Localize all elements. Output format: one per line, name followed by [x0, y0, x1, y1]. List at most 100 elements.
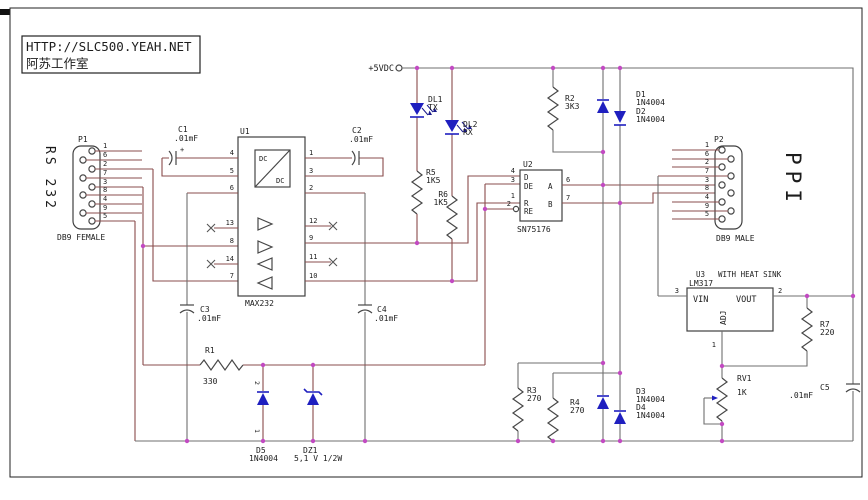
- d2-value: 1N4004: [636, 115, 665, 124]
- u1-pin: 14: [226, 255, 234, 263]
- dl1-ref: DL1: [428, 95, 443, 104]
- u1-pin: 13: [226, 219, 234, 227]
- u1-pin: 9: [309, 234, 313, 242]
- dz1-ref: DZ1: [303, 446, 318, 455]
- p2-pin: 3: [705, 176, 709, 184]
- power-terminal: [395, 64, 403, 72]
- p2-pin: 6: [705, 150, 709, 158]
- dcdc-label: DC: [276, 177, 284, 185]
- d5-value: 1N4004: [249, 454, 278, 463]
- zener-dz1: DZ1 5,1 V 1/2W: [294, 365, 342, 463]
- studio-name: 阿苏工作室: [26, 56, 89, 71]
- p1-pin: 4: [103, 195, 107, 203]
- resistor-icon: [800, 307, 814, 352]
- p2-pin: 4: [705, 193, 709, 201]
- p2-pin: 7: [705, 167, 709, 175]
- resistor-icon: [410, 170, 424, 215]
- led-icon: [445, 120, 459, 132]
- d5-ref: D5: [256, 446, 266, 455]
- diode-icon: [597, 397, 609, 409]
- led-dl2: DL2 RX: [445, 68, 478, 196]
- dz1-value: 5,1 V 1/2W: [294, 454, 342, 463]
- u2-pin: 2: [507, 200, 511, 208]
- diode-icon: [257, 393, 269, 405]
- r4-ref: R4: [570, 398, 580, 407]
- capacitor-icon: [351, 150, 356, 166]
- resistor-icon: [546, 397, 560, 442]
- u1-pin: 4: [230, 149, 234, 157]
- u3-note: WITH HEAT SINK: [718, 270, 782, 279]
- c3-ref: C3: [200, 305, 210, 314]
- buffer-icon: [256, 276, 273, 290]
- r2-value: 3K3: [565, 102, 580, 111]
- p2-pin: 8: [705, 184, 709, 192]
- c5-value: .01mF: [789, 391, 813, 400]
- led-dl1: DL1 TX: [410, 68, 443, 171]
- d1-ref: D1: [636, 90, 646, 99]
- resistor-r5: R5 1K5: [410, 168, 441, 243]
- p2-pin: 2: [705, 158, 709, 166]
- c1-value: .01mF: [174, 134, 198, 143]
- resistor-r1: R1 330: [143, 346, 485, 386]
- u1-pin: 3: [309, 167, 313, 175]
- p1-ref: P1: [78, 135, 88, 144]
- u3-pin: 2: [778, 287, 782, 295]
- interstage-wires: [305, 175, 520, 365]
- u2-pin: 3: [511, 176, 515, 184]
- capacitor-icon: [845, 388, 861, 393]
- buffer-icon: [257, 240, 274, 254]
- u1-pin: 11: [309, 253, 317, 261]
- u3-ref: U3: [696, 270, 705, 279]
- u1-pin: 12: [309, 217, 317, 225]
- p1-pin: 8: [103, 186, 107, 194]
- r1-value: 330: [203, 377, 218, 386]
- capacitor-icon: [179, 309, 195, 314]
- c1-ref: C1: [178, 125, 188, 134]
- zener-icon: [303, 388, 323, 396]
- u1-pin: 2: [309, 184, 313, 192]
- u1-pin: 1: [309, 149, 313, 157]
- dl2-func: RX: [463, 128, 473, 137]
- diode-icon: [614, 412, 626, 424]
- inverter-bubble-icon: [512, 205, 520, 213]
- resistor-icon: [199, 358, 244, 372]
- u1-pin: 8: [230, 237, 234, 245]
- u3-pin-name: VIN: [693, 295, 708, 305]
- resistor-icon: [511, 387, 525, 432]
- resistor-icon: [546, 86, 560, 131]
- u1-pin: 10: [309, 272, 317, 280]
- diode-icon: [614, 111, 626, 123]
- u2-ref: U2: [523, 160, 533, 169]
- diode-d4: D4 1N4004: [614, 373, 665, 441]
- diode-d1: D1 1N4004: [597, 68, 665, 363]
- regulator-lm317: U3 WITH HEAT SINK LM317 VIN VOUT ADJ 3 2…: [658, 270, 853, 378]
- resistor-icon: [445, 195, 459, 240]
- led-icon: [410, 103, 424, 115]
- p1-wires: [134, 169, 238, 441]
- diode-d3: D3 1N4004: [597, 363, 665, 441]
- power-label: +5VDC: [368, 64, 394, 74]
- rv1-ref: RV1: [737, 374, 752, 383]
- buffer-icon: [257, 217, 274, 231]
- u1-pin: 7: [230, 272, 234, 280]
- ic-max232: U1 MAX232 DC DC 4 5 6 13 8 14 7 1 3 2 12…: [206, 127, 338, 308]
- capacitor-icon: [168, 150, 173, 166]
- p2-pin: 5: [705, 210, 709, 218]
- d3-ref: D3: [636, 387, 646, 396]
- resistor-icon: [715, 377, 729, 422]
- c4-value: .01mF: [374, 314, 398, 323]
- u2-pin-name: A: [548, 182, 553, 191]
- cap-c1: C1 .01mF +: [161, 125, 238, 177]
- wiper-arrow-icon: [712, 395, 718, 401]
- u3-pin: 3: [675, 287, 679, 295]
- u1-ref: U1: [240, 127, 250, 136]
- title-box: HTTP://SLC500.YEAH.NET 阿苏工作室: [21, 35, 201, 74]
- p1-pin: 5: [103, 212, 107, 220]
- r7-value: 220: [820, 328, 835, 337]
- resistor-r2: R2 3K3: [546, 68, 603, 153]
- dcdc-converter-icon: [254, 149, 291, 188]
- u2-pin: 4: [511, 167, 515, 175]
- r1-ref: R1: [205, 346, 215, 355]
- u2-pin: 6: [566, 176, 570, 184]
